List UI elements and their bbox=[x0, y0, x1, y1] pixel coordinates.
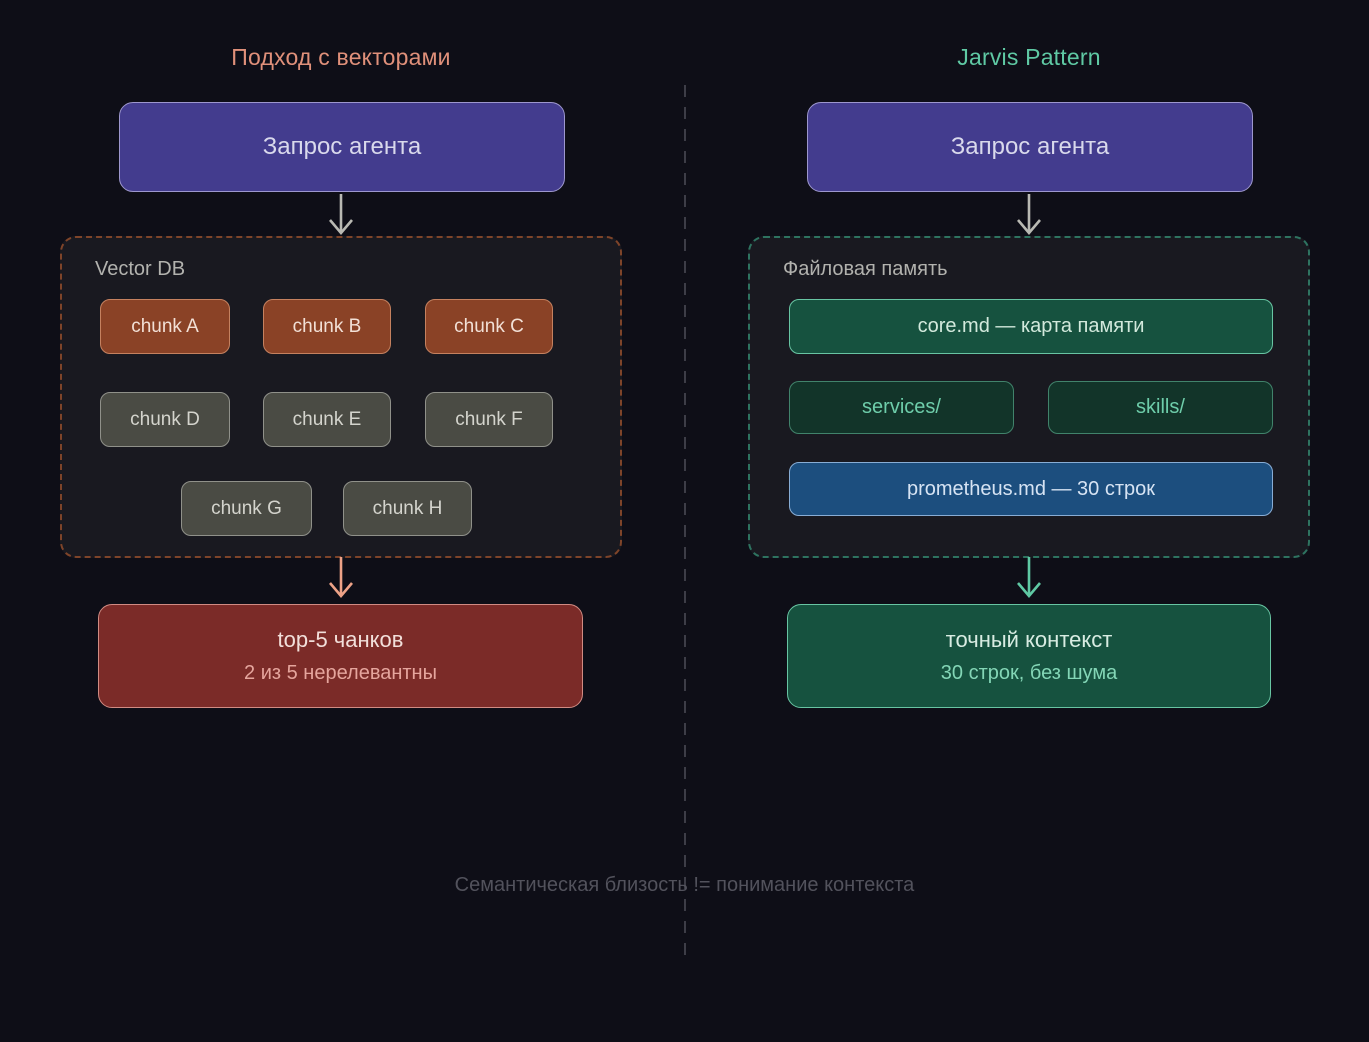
jarvis-result-title: точный контекст bbox=[945, 627, 1113, 652]
vectors-result-subtitle: 2 из 5 нерелевантны bbox=[244, 662, 437, 684]
chunk-h-box: chunk H bbox=[343, 481, 472, 536]
file-memory-label: Файловая память bbox=[783, 258, 948, 280]
file-skills-dir-box: skills/ bbox=[1048, 381, 1273, 434]
vector-db-label: Vector DB bbox=[95, 258, 186, 280]
jarvis-result-subtitle: 30 строк, без шума bbox=[940, 662, 1118, 684]
right-arrow-down-icon bbox=[1017, 194, 1041, 236]
left-result-arrow-down-icon bbox=[329, 557, 353, 599]
left-agent-query-label: Запрос агента bbox=[262, 133, 422, 160]
right-column-title: Jarvis Pattern bbox=[957, 44, 1101, 70]
file-core-md-box: core.md — карта памяти bbox=[789, 299, 1273, 354]
left-arrow-down-icon bbox=[329, 194, 353, 236]
right-agent-query-label: Запрос агента bbox=[950, 133, 1110, 160]
chunk-e-box: chunk E bbox=[263, 392, 391, 447]
file-memory-panel: Файловая память core.md — карта памяти s… bbox=[748, 236, 1310, 558]
chunk-b-box: chunk B bbox=[263, 299, 391, 354]
column-divider bbox=[684, 85, 686, 965]
chunk-g-box: chunk G bbox=[181, 481, 312, 536]
file-services-dir-box: services/ bbox=[789, 381, 1014, 434]
vectors-result-box: top-5 чанков 2 из 5 нерелевантны bbox=[98, 604, 583, 708]
chunk-d-box: chunk D bbox=[100, 392, 230, 447]
jarvis-result-box: точный контекст 30 строк, без шума bbox=[787, 604, 1271, 708]
footer-caption: Семантическая близость != понимание конт… bbox=[454, 874, 915, 896]
chunk-a-box: chunk A bbox=[100, 299, 230, 354]
left-column-title: Подход с векторами bbox=[231, 44, 451, 70]
left-agent-query-box: Запрос агента bbox=[119, 102, 565, 192]
right-agent-query-box: Запрос агента bbox=[807, 102, 1253, 192]
chunk-c-box: chunk C bbox=[425, 299, 553, 354]
vectors-result-title: top-5 чанков bbox=[277, 627, 404, 652]
right-result-arrow-down-icon bbox=[1017, 557, 1041, 599]
vector-db-panel: Vector DB chunk A chunk B chunk C chunk … bbox=[60, 236, 622, 558]
chunk-f-box: chunk F bbox=[425, 392, 553, 447]
file-prometheus-md-box: prometheus.md — 30 строк bbox=[789, 462, 1273, 516]
